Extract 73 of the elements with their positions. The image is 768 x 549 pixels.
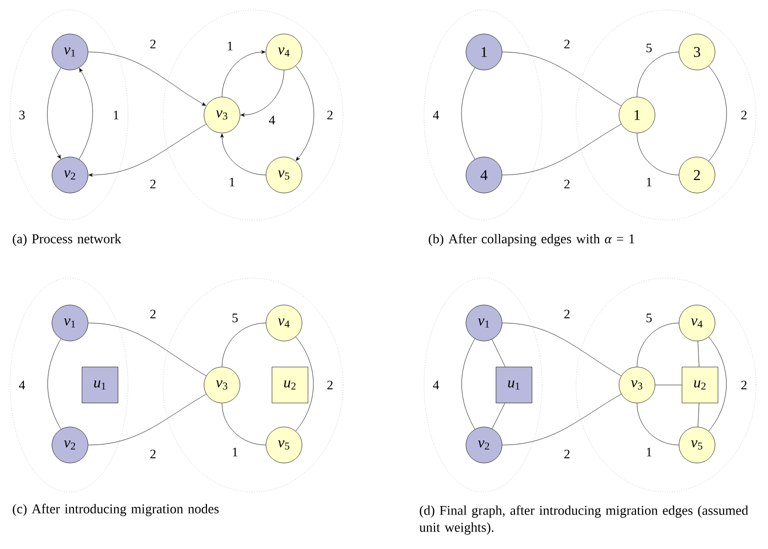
arrow xyxy=(220,134,266,176)
migration-node-square: u$_{1}$ xyxy=(82,366,118,404)
edge-label: 4 xyxy=(18,380,26,390)
edge-line xyxy=(636,322,679,367)
edge-label: 1 xyxy=(226,40,234,52)
edge-label: 2 xyxy=(148,38,158,50)
cluster-ellipse xyxy=(10,10,128,220)
edge-label: 2 xyxy=(148,448,158,460)
edge-label: 2 xyxy=(562,38,572,50)
edge-line xyxy=(222,403,266,446)
edge-label: 4 xyxy=(268,114,276,126)
arrow xyxy=(78,68,93,160)
edge-label: 4 xyxy=(432,380,440,390)
edge-label: 2 xyxy=(740,110,748,120)
edge-line xyxy=(492,403,506,429)
edge-label: 2 xyxy=(562,308,572,320)
edge-line xyxy=(502,394,622,446)
edge-line xyxy=(636,403,679,446)
subfigure-caption: (d) Final graph, after introducing migration edges (assumed unit weights). xyxy=(419,505,748,535)
cluster-ellipse xyxy=(424,10,542,220)
cluster-ellipse xyxy=(162,10,344,220)
edge-label: 3 xyxy=(18,110,26,120)
cluster-ellipse xyxy=(10,278,128,492)
edge-label: 1 xyxy=(228,176,236,188)
edge-line xyxy=(502,124,622,176)
edge-line xyxy=(636,52,679,97)
subfigure-caption: (b) After collapsing edges with α = 1 xyxy=(428,234,634,246)
arrow xyxy=(296,66,314,161)
edge-line xyxy=(88,394,206,446)
edge-line xyxy=(461,338,476,430)
edge-label: 4 xyxy=(432,110,440,120)
migration-node-square: u$_{2}$ xyxy=(682,366,718,404)
edge-label: 5 xyxy=(644,42,654,54)
edge-line xyxy=(492,339,506,367)
cluster-ellipse xyxy=(162,278,344,492)
edge-label: 2 xyxy=(562,178,572,190)
edge-label: 1 xyxy=(644,446,654,458)
edge-label: 2 xyxy=(326,380,334,390)
edge-label: 2 xyxy=(740,380,748,390)
subfigure-caption: (a) Process network xyxy=(12,234,122,246)
edge-label: 1 xyxy=(230,446,240,458)
edge-line xyxy=(636,133,679,176)
cluster-ellipse xyxy=(576,278,756,492)
edge-label: 2 xyxy=(326,110,334,120)
edge-line xyxy=(698,340,700,367)
arrow xyxy=(240,70,284,117)
edge-label: 1 xyxy=(112,110,120,120)
edge-line xyxy=(502,52,622,106)
cluster-ellipse xyxy=(576,10,756,220)
edge-label: 2 xyxy=(562,448,572,460)
edge-line xyxy=(708,66,727,162)
arrow xyxy=(47,68,62,159)
edge-line xyxy=(461,68,476,160)
edge-line xyxy=(222,322,266,367)
edge-line xyxy=(502,322,622,376)
edge-label: 2 xyxy=(148,308,158,320)
edge-line xyxy=(708,336,727,432)
edge-line xyxy=(47,338,62,430)
cluster-ellipse xyxy=(424,278,542,492)
edge-line xyxy=(88,322,206,376)
edge-label: 5 xyxy=(644,312,654,324)
edge-label: 1 xyxy=(644,176,654,188)
arrow xyxy=(88,52,206,106)
arrow xyxy=(88,124,206,177)
edge-label: 5 xyxy=(230,312,240,324)
edge-line xyxy=(296,336,314,432)
subfigure-caption: (c) After introducing migration nodes xyxy=(12,504,219,516)
migration-node-square: u$_{2}$ xyxy=(272,366,308,404)
edge-line xyxy=(698,403,700,428)
migration-node-square: u$_{1}$ xyxy=(496,366,532,404)
arrow xyxy=(222,50,266,97)
edge-line xyxy=(655,384,682,386)
edge-label: 2 xyxy=(148,178,158,190)
